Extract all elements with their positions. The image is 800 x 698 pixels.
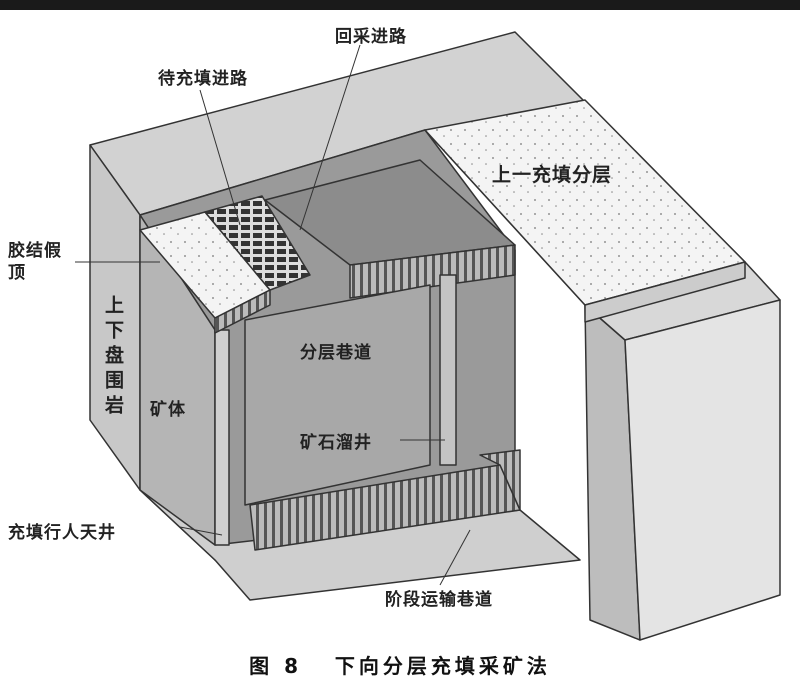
- label-fill-raise: 充填行人天井: [8, 523, 116, 543]
- drift-teeth: [349, 244, 516, 299]
- fill-drift: [204, 195, 311, 291]
- label-false-roof: 胶结假顶: [8, 241, 62, 283]
- label-ore-body: 矿体: [150, 400, 186, 420]
- caption-title: 下向分层充填采矿法: [334, 654, 551, 678]
- label-fill-drift: 待充填进路: [158, 69, 248, 89]
- label-layer-drift: 分层巷道: [300, 343, 372, 363]
- label-wall-rock: 上下盘围岩: [102, 295, 124, 420]
- leader-fill-drift: [199, 89, 241, 226]
- label-mining-drift: 回采进路: [335, 27, 407, 47]
- ore-body-face: [244, 284, 431, 506]
- leader-fill-raise: [179, 526, 223, 536]
- fill-raise: [214, 329, 230, 546]
- right-block-front: [624, 299, 781, 641]
- leader-haulage: [439, 529, 471, 586]
- leader-mining-drift: [299, 44, 361, 231]
- caption-number: 图 8: [249, 654, 302, 678]
- label-haulage-drift: 阶段运输巷道: [385, 590, 493, 610]
- ore-pass: [439, 274, 457, 466]
- label-ore-pass: 矿石溜井: [300, 433, 372, 453]
- top-bar: [0, 0, 800, 10]
- figure-caption: 图 8 下向分层充填采矿法: [0, 650, 800, 679]
- label-upper-fill-layer: 上一充填分层: [492, 164, 613, 186]
